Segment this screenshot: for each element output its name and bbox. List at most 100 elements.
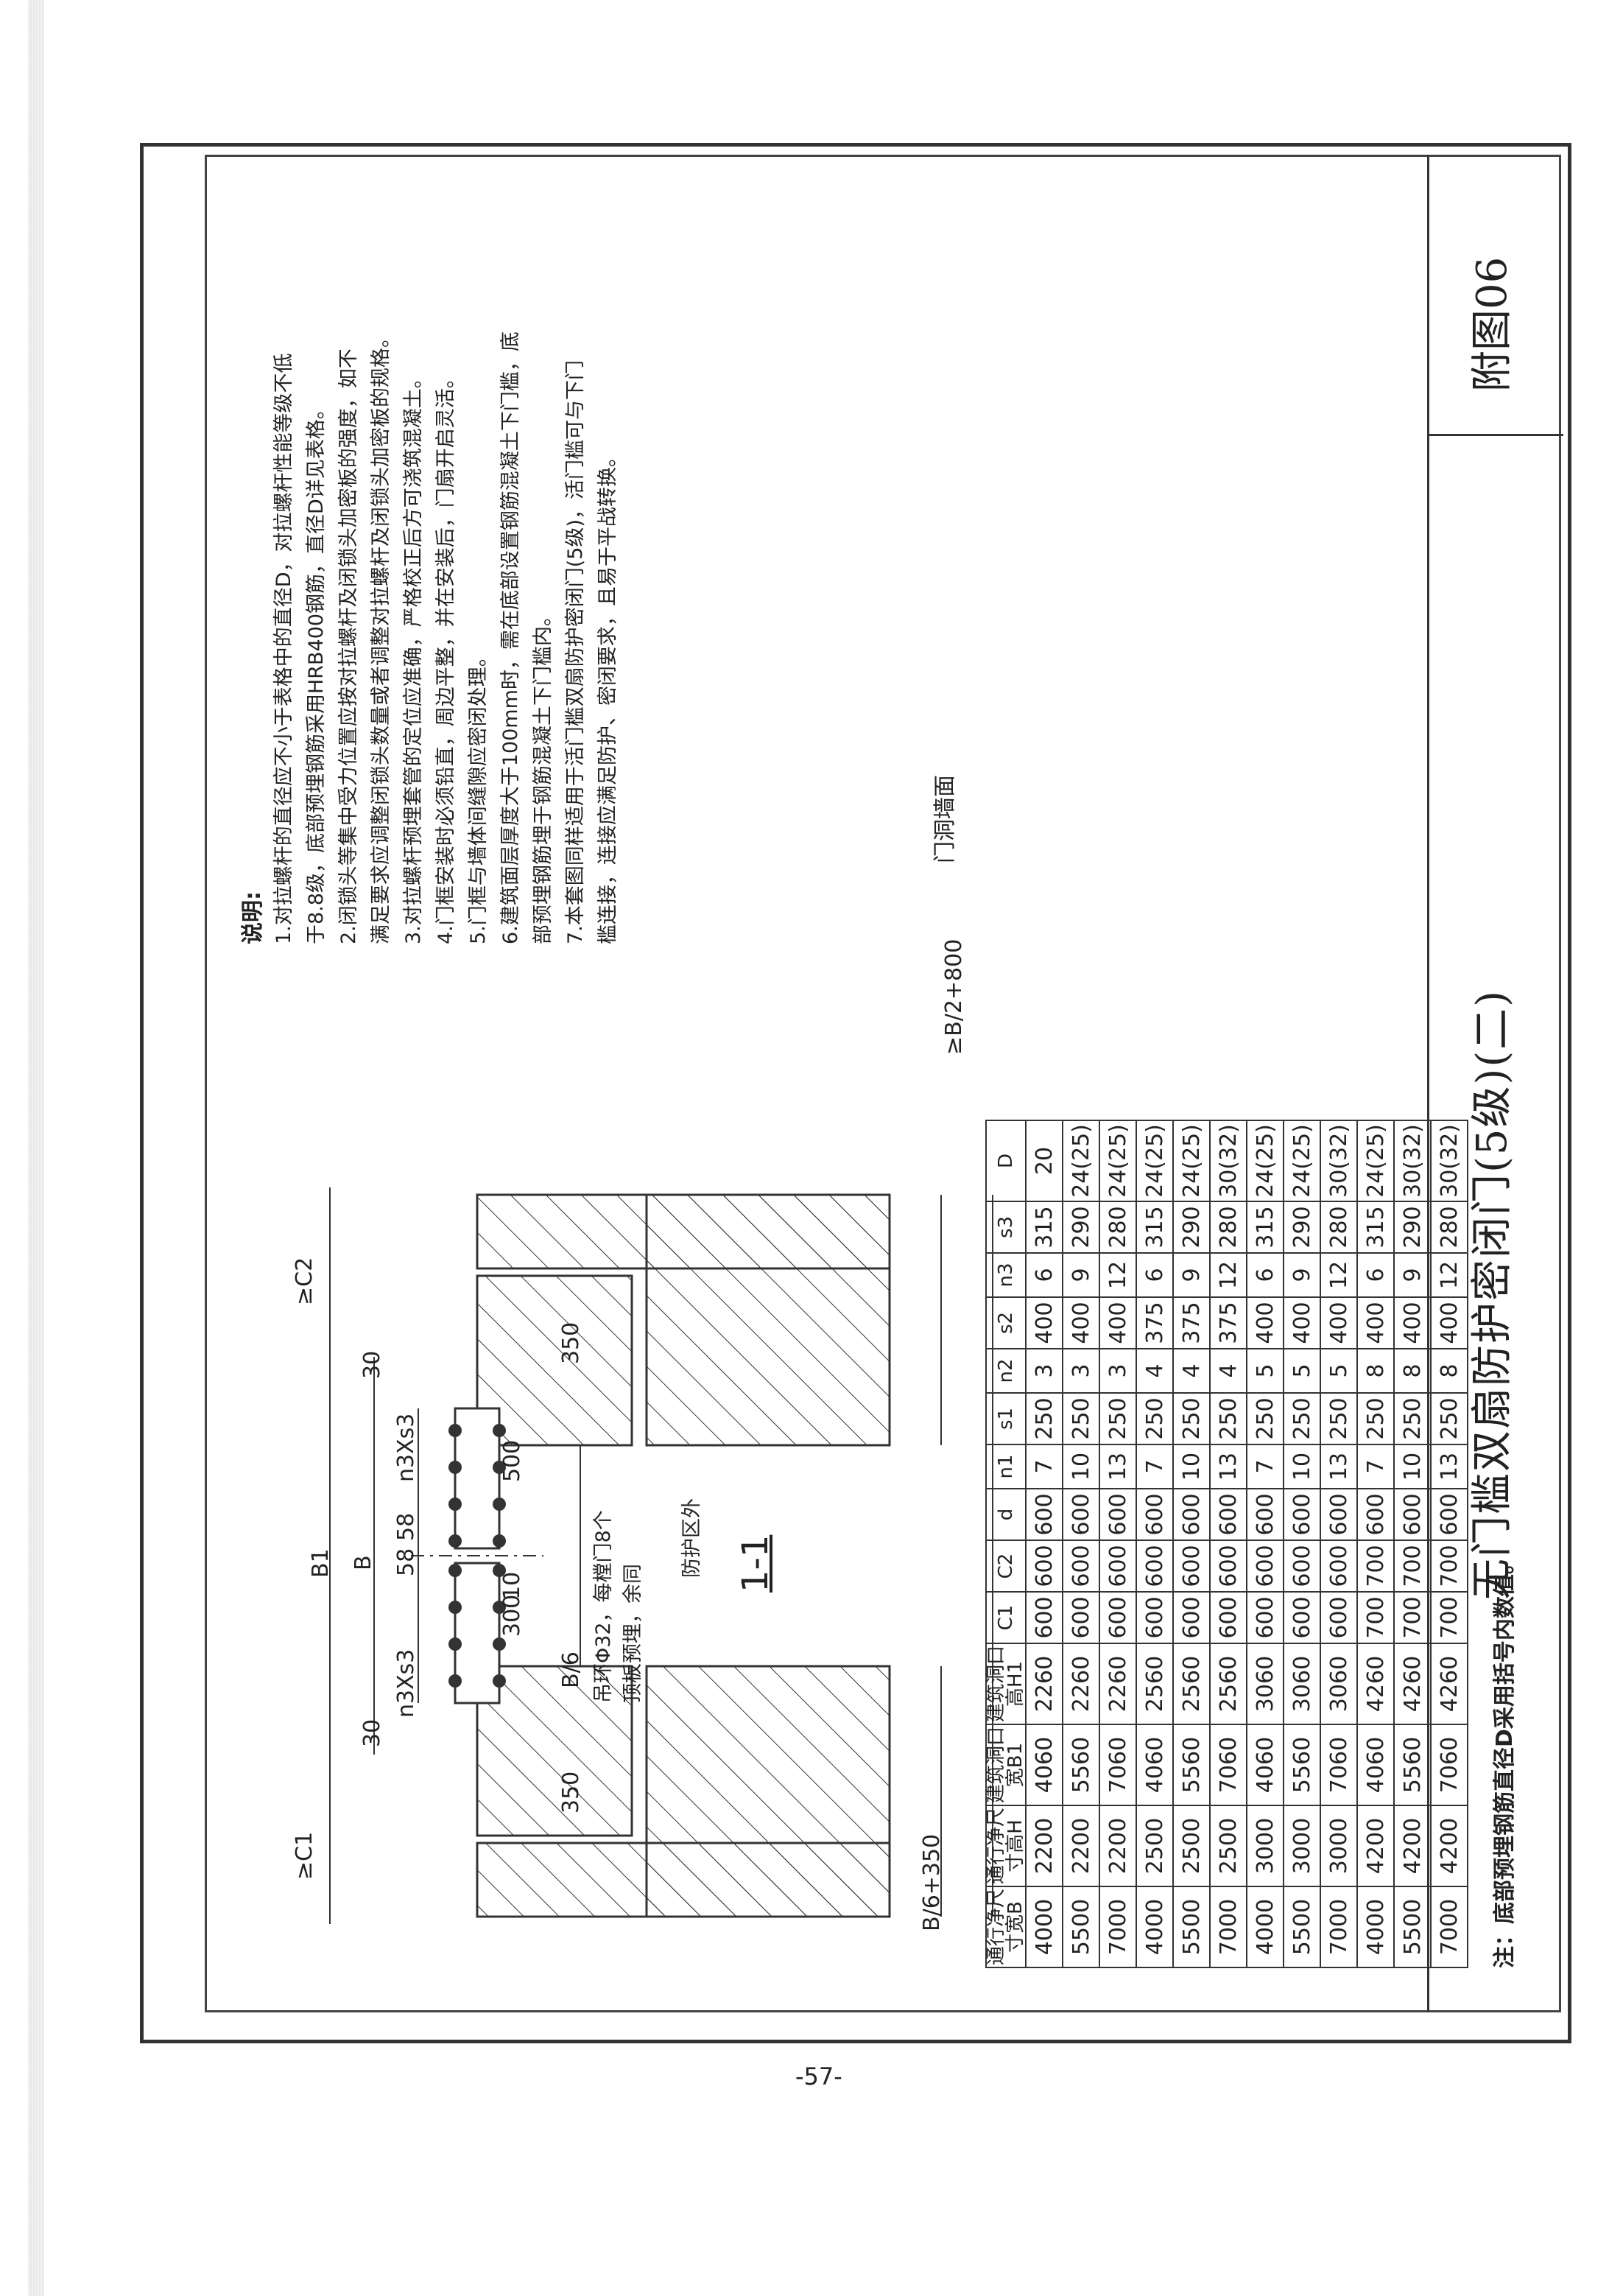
col-header: s3 [986, 1201, 1026, 1253]
table-cell: 600 [1063, 1489, 1099, 1540]
table-cell: 290 [1063, 1201, 1099, 1253]
table-cell: 600 [1026, 1540, 1063, 1592]
table-cell: 600 [1026, 1489, 1063, 1540]
dim-n3s3-left: n3Xs3 [393, 1649, 419, 1718]
note-line: 满足要求应调整闭锁头数量或者调整对拉螺杆及闭锁头加密板的规格。 [370, 328, 392, 944]
scan-edge [28, 0, 44, 2296]
table-cell: 9 [1394, 1253, 1431, 1297]
table-cell: 7060 [1099, 1724, 1136, 1805]
table-cell: 700 [1357, 1540, 1394, 1592]
hook-note-1: 吊环Φ32，每樘门8个 [592, 1510, 615, 1703]
outer-frame [140, 143, 1571, 2043]
note-line: 6.建筑面层厚度大于100mm时，需在底部设置钢筋混凝土下门槛，底 [499, 331, 522, 944]
section-drawing [329, 1187, 993, 1924]
table-cell: 290 [1284, 1201, 1320, 1253]
table-cell: 5500 [1173, 1886, 1210, 1967]
table-cell: 315 [1357, 1201, 1394, 1253]
note-line: 3.对拉螺杆预埋套管的定位应准确，严格校正后方可浇筑混凝土。 [402, 368, 425, 944]
drawing-title: 无门槛双扇防护密闭门(5级)(二) [1468, 989, 1516, 1600]
table-cell: 600 [1210, 1592, 1247, 1643]
table-cell: 4000 [1136, 1886, 1173, 1967]
table-cell: 600 [1320, 1489, 1357, 1540]
table-cell: 12 [1320, 1253, 1357, 1297]
col-header: n2 [986, 1349, 1026, 1393]
table-header-row: 通行净尺寸宽B 通行净尺寸高H 建筑洞口宽B1 建筑洞口高H1 C1 C2 d … [985, 1120, 1027, 1967]
table-cell: 250 [1247, 1393, 1284, 1444]
table-cell: 315 [1026, 1201, 1063, 1253]
col-header: C2 [986, 1540, 1026, 1592]
table-cell: 3060 [1320, 1643, 1357, 1724]
door-opening-label: 门洞墙面 [932, 775, 958, 863]
table-cell: 3000 [1247, 1805, 1284, 1886]
dim-c1: ≥C1 [292, 1831, 317, 1880]
table-cell: 280 [1099, 1201, 1136, 1253]
table-cell: 6 [1357, 1253, 1394, 1297]
table-cell: 5 [1247, 1349, 1284, 1393]
table-cell: 375 [1173, 1297, 1210, 1349]
table-cell: 2260 [1026, 1643, 1063, 1724]
door-leaves [411, 1407, 543, 1705]
table-cell: 3060 [1247, 1643, 1284, 1724]
table-cell: 600 [1284, 1592, 1320, 1643]
table-cell: 250 [1136, 1393, 1173, 1444]
table-cell: 600 [1284, 1489, 1320, 1540]
dim-58: 58 [393, 1548, 419, 1576]
table-cell: 30(32) [1210, 1120, 1247, 1201]
table-cell: 600 [1173, 1592, 1210, 1643]
table-cell: 5500 [1284, 1886, 1320, 1967]
table-cell: 315 [1136, 1201, 1173, 1253]
table-cell: 30(32) [1394, 1120, 1431, 1201]
table-cell: 375 [1136, 1297, 1173, 1349]
table-cell: 2200 [1026, 1805, 1063, 1886]
note-line: 部预埋钢筋埋于钢筋混凝土下门槛内。 [532, 606, 555, 944]
col-header: D [986, 1120, 1026, 1201]
table-cell: 4200 [1394, 1805, 1431, 1886]
table-cell: 4 [1210, 1349, 1247, 1393]
note-line: 槛连接，连接应满足防护、密闭要求，且易于平战转换。 [596, 447, 619, 944]
table-cell: 600 [1063, 1540, 1099, 1592]
table-cell: 400 [1394, 1297, 1431, 1349]
table-cell: 5560 [1284, 1724, 1320, 1805]
col-header: s2 [986, 1297, 1026, 1349]
table-cell: 7 [1136, 1444, 1173, 1489]
table-cell: 3 [1063, 1349, 1099, 1393]
table-cell: 2560 [1173, 1643, 1210, 1724]
table-cell: 3 [1099, 1349, 1136, 1393]
dim-30-left: 30 [359, 1719, 385, 1747]
table-cell: 250 [1063, 1393, 1099, 1444]
table-cell: 24(25) [1063, 1120, 1099, 1201]
table-cell: 9 [1063, 1253, 1099, 1297]
table-cell: 600 [1320, 1592, 1357, 1643]
dim-500: 500 [499, 1439, 525, 1482]
table-cell: 290 [1394, 1201, 1431, 1253]
table-cell: 4060 [1026, 1724, 1063, 1805]
table-cell: 2200 [1063, 1805, 1099, 1886]
table-cell: 7060 [1210, 1724, 1247, 1805]
title-block: 无门槛双扇防护密闭门(5级)(二) 附图06 [1427, 155, 1563, 2012]
hook-note-2: 顶板预埋，余同 [622, 1564, 644, 1703]
table-cell: 315 [1247, 1201, 1284, 1253]
table-cell: 4060 [1247, 1724, 1284, 1805]
table-cell: 7 [1247, 1444, 1284, 1489]
note-line: 4.门框安装时必须铅直，周边平整，并在安装后，门扇开启灵活。 [434, 368, 457, 944]
dim-b6-350: B/6+350 [919, 1833, 945, 1931]
table-cell: 600 [1247, 1592, 1284, 1643]
table-cell: 20 [1026, 1120, 1063, 1201]
table-cell: 2260 [1063, 1643, 1099, 1724]
dim-10: 10 [499, 1571, 525, 1600]
table-cell: 13 [1099, 1444, 1136, 1489]
drawing-code: 附图06 [1468, 256, 1516, 392]
dim-30-right: 30 [359, 1350, 385, 1379]
col-header: n1 [986, 1444, 1026, 1489]
table-cell: 4200 [1357, 1805, 1394, 1886]
table-cell: 600 [1247, 1489, 1284, 1540]
table-cell: 10 [1394, 1444, 1431, 1489]
table-cell: 600 [1099, 1592, 1136, 1643]
